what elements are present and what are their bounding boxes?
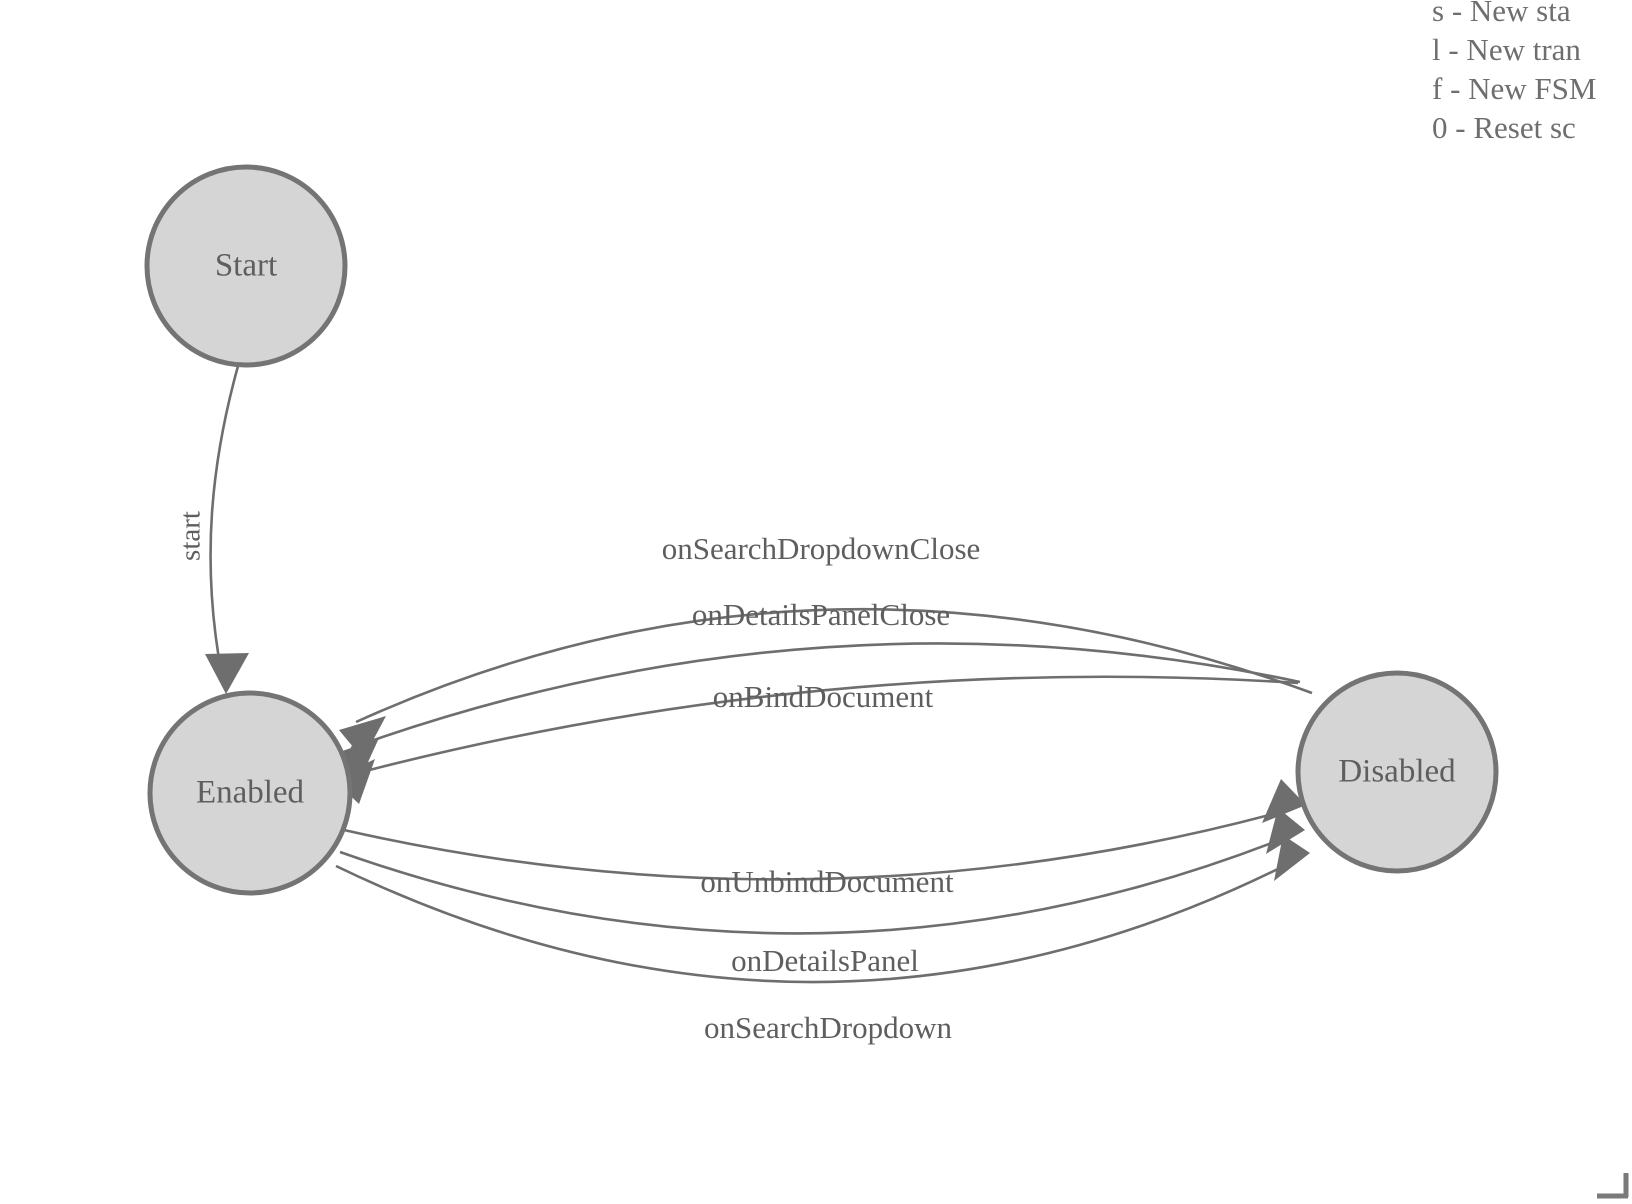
edge-path-start-to-enabled[interactable] bbox=[209, 365, 240, 677]
edge-label-enabled-to-disabled-3[interactable]: onSearchDropdown bbox=[704, 1010, 952, 1045]
edge-arrowhead-start-to-enabled bbox=[205, 653, 249, 694]
edge-path-disabled-to-enabled-2[interactable] bbox=[350, 642, 1301, 750]
edge-disabled-to-enabled-1[interactable] bbox=[339, 607, 1313, 759]
edge-label-disabled-to-enabled-1[interactable]: onSearchDropdownClose bbox=[662, 531, 981, 566]
edge-label-enabled-to-disabled-2[interactable]: onDetailsPanel bbox=[731, 943, 919, 978]
edge-label-enabled-to-disabled-1[interactable]: onUnbindDocument bbox=[700, 864, 954, 899]
edge-arrowhead-disabled-to-enabled-1 bbox=[339, 716, 386, 759]
edge-path-disabled-to-enabled-1[interactable] bbox=[355, 607, 1313, 724]
edge-path-enabled-to-disabled-2[interactable] bbox=[339, 835, 1288, 935]
state-label-enabled: Enabled bbox=[196, 775, 305, 811]
edge-arrowhead-enabled-to-disabled-3 bbox=[1274, 835, 1310, 881]
edge-disabled-to-enabled-3[interactable] bbox=[333, 675, 1299, 804]
help-overlay: s - New sta l - New tran f - New FSM 0 - Re… bbox=[1432, 0, 1596, 145]
edge-label-disabled-to-enabled-2[interactable]: onDetailsPanelClose bbox=[692, 597, 950, 632]
state-circle-disabled[interactable] bbox=[1295, 670, 1499, 874]
help-line-4: 0 - Reset sc bbox=[1432, 110, 1576, 145]
edges-layer bbox=[205, 365, 1313, 984]
state-label-start: Start bbox=[215, 248, 277, 284]
edge-labels-layer: start onSearchDropdownClose onDetailsPanel… bbox=[175, 511, 981, 1045]
help-line-3: f - New FSM bbox=[1432, 71, 1596, 106]
edge-arrowhead-disabled-to-enabled-2 bbox=[334, 738, 379, 782]
edge-path-enabled-to-disabled-1[interactable] bbox=[343, 808, 1289, 881]
edge-arrowhead-disabled-to-enabled-3 bbox=[333, 759, 375, 804]
edge-label-disabled-to-enabled-3[interactable]: onBindDocument bbox=[713, 679, 934, 714]
edge-enabled-to-disabled-2[interactable] bbox=[339, 808, 1305, 935]
state-circle-start[interactable] bbox=[144, 164, 348, 368]
edge-enabled-to-disabled-3[interactable] bbox=[335, 835, 1310, 984]
edge-label-start-to-enabled[interactable]: start bbox=[175, 511, 207, 561]
edge-start-to-enabled[interactable] bbox=[205, 365, 249, 694]
edge-disabled-to-enabled-2[interactable] bbox=[334, 642, 1301, 782]
edge-path-disabled-to-enabled-3[interactable] bbox=[349, 675, 1299, 777]
state-node-enabled[interactable]: Enabled bbox=[147, 690, 353, 896]
help-line-1: s - New sta bbox=[1432, 0, 1571, 28]
help-line-2: l - New tran bbox=[1432, 32, 1581, 67]
edge-arrowhead-enabled-to-disabled-1 bbox=[1262, 779, 1306, 823]
state-node-disabled[interactable]: Disabled bbox=[1295, 670, 1499, 874]
edge-arrowhead-enabled-to-disabled-2 bbox=[1266, 808, 1305, 854]
corner-mark bbox=[1597, 1173, 1629, 1199]
state-label-disabled: Disabled bbox=[1338, 754, 1456, 790]
edge-path-enabled-to-disabled-3[interactable] bbox=[335, 860, 1293, 984]
state-node-start[interactable]: Start bbox=[144, 164, 348, 368]
edge-enabled-to-disabled-1[interactable] bbox=[343, 779, 1306, 881]
state-circle-enabled[interactable] bbox=[147, 690, 353, 896]
